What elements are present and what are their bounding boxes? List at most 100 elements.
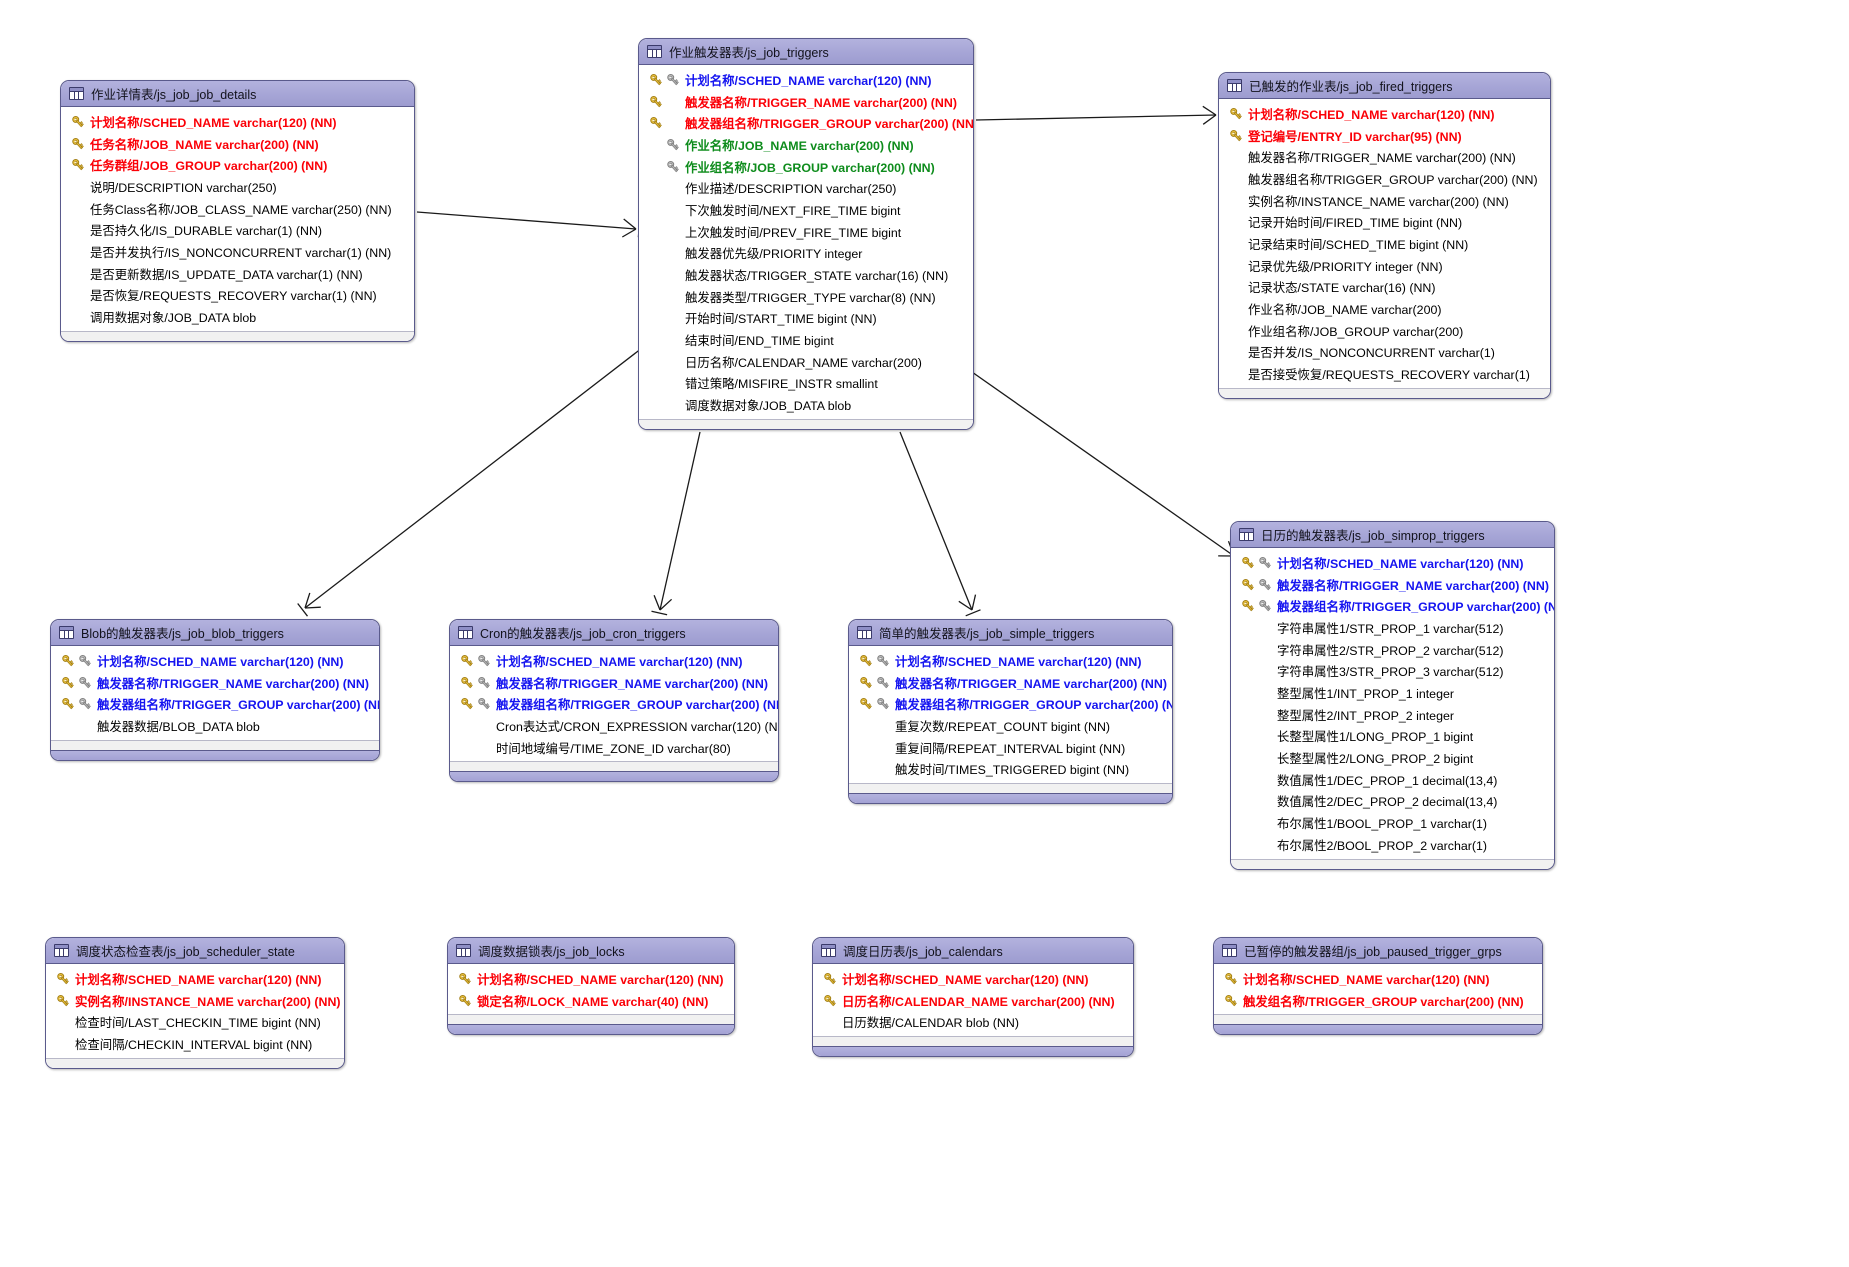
attribute-row[interactable]: 字符串属性1/STR_PROP_1 varchar(512) xyxy=(1231,617,1554,639)
attribute-row[interactable]: 触发器组名称/TRIGGER_GROUP varchar(200) (NN) xyxy=(849,693,1172,715)
attribute-row[interactable]: 实例名称/INSTANCE_NAME varchar(200) (NN) xyxy=(1219,190,1550,212)
attribute-row[interactable]: 布尔属性2/BOOL_PROP_2 varchar(1) xyxy=(1231,834,1554,856)
attribute-row[interactable]: 触发器名称/TRIGGER_NAME varchar(200) (NN) xyxy=(639,91,973,113)
attribute-row[interactable]: 触发器组名称/TRIGGER_GROUP varchar(200) (NN) xyxy=(1219,168,1550,190)
entity-job_triggers[interactable]: 作业触发器表/js_job_triggers 计划名称/SCHED_NAME va… xyxy=(638,38,974,430)
attribute-row[interactable]: 记录状态/STATE varchar(16) (NN) xyxy=(1219,277,1550,299)
attribute-row[interactable]: 登记编号/ENTRY_ID varchar(95) (NN) xyxy=(1219,125,1550,147)
attribute-row[interactable]: 时间地域编号/TIME_ZONE_ID varchar(80) xyxy=(450,737,778,759)
attribute-row[interactable]: 触发器组名称/TRIGGER_GROUP varchar(200) (NN) xyxy=(639,112,973,134)
attribute-row[interactable]: 数值属性1/DEC_PROP_1 decimal(13,4) xyxy=(1231,769,1554,791)
entity-header-scheduler_state[interactable]: 调度状态检查表/js_job_scheduler_state xyxy=(46,938,344,964)
attribute-row[interactable]: 记录结束时间/SCHED_TIME bigint (NN) xyxy=(1219,233,1550,255)
attribute-row[interactable]: 触发器组名称/TRIGGER_GROUP varchar(200) (NN) xyxy=(1231,595,1554,617)
attribute-row[interactable]: 触发时间/TIMES_TRIGGERED bigint (NN) xyxy=(849,758,1172,780)
entity-header-locks[interactable]: 调度数据锁表/js_job_locks xyxy=(448,938,734,964)
attribute-row[interactable]: 检查间隔/CHECKIN_INTERVAL bigint (NN) xyxy=(46,1033,344,1055)
attribute-row[interactable]: 作业组名称/JOB_GROUP varchar(200) xyxy=(1219,320,1550,342)
attribute-row[interactable]: 计划名称/SCHED_NAME varchar(120) (NN) xyxy=(1214,968,1542,990)
entity-simple_triggers[interactable]: 简单的触发器表/js_job_simple_triggers 计划名称/SCHED… xyxy=(848,619,1173,805)
attribute-row[interactable]: 触发器名称/TRIGGER_NAME varchar(200) (NN) xyxy=(450,672,778,694)
attribute-row[interactable]: 长整型属性2/LONG_PROP_2 bigint xyxy=(1231,747,1554,769)
entity-blob_triggers[interactable]: Blob的触发器表/js_job_blob_triggers 计划名称/SCHED… xyxy=(50,619,380,761)
entity-header-paused_trigger_grps[interactable]: 已暂停的触发器组/js_job_paused_trigger_grps xyxy=(1214,938,1542,964)
attribute-row[interactable]: 实例名称/INSTANCE_NAME varchar(200) (NN) xyxy=(46,990,344,1012)
attribute-row[interactable]: 数值属性2/DEC_PROP_2 decimal(13,4) xyxy=(1231,791,1554,813)
attribute-row[interactable]: 调度数据对象/JOB_DATA blob xyxy=(639,394,973,416)
attribute-row[interactable]: 是否并发/IS_NONCONCURRENT varchar(1) xyxy=(1219,342,1550,364)
attribute-row[interactable]: 作业描述/DESCRIPTION varchar(250) xyxy=(639,177,973,199)
attribute-row[interactable]: 是否持久化/IS_DURABLE varchar(1) (NN) xyxy=(61,219,414,241)
attribute-row[interactable]: 是否并发执行/IS_NONCONCURRENT varchar(1) (NN) xyxy=(61,241,414,263)
attribute-row[interactable]: 字符串属性2/STR_PROP_2 varchar(512) xyxy=(1231,639,1554,661)
attribute-row[interactable]: 是否接受恢复/REQUESTS_RECOVERY varchar(1) xyxy=(1219,363,1550,385)
attribute-row[interactable]: 任务群组/JOB_GROUP varchar(200) (NN) xyxy=(61,154,414,176)
attribute-row[interactable]: 计划名称/SCHED_NAME varchar(120) (NN) xyxy=(1231,552,1554,574)
attribute-row[interactable]: 调用数据对象/JOB_DATA blob xyxy=(61,306,414,328)
attribute-row[interactable]: 触发器优先级/PRIORITY integer xyxy=(639,243,973,265)
attribute-row[interactable]: 布尔属性1/BOOL_PROP_1 varchar(1) xyxy=(1231,812,1554,834)
attribute-row[interactable]: 开始时间/START_TIME bigint (NN) xyxy=(639,308,973,330)
attribute-row[interactable]: 是否恢复/REQUESTS_RECOVERY varchar(1) (NN) xyxy=(61,285,414,307)
attribute-row[interactable]: 计划名称/SCHED_NAME varchar(120) (NN) xyxy=(813,968,1133,990)
entity-header-fired_triggers[interactable]: 已触发的作业表/js_job_fired_triggers xyxy=(1219,73,1550,99)
attribute-row[interactable]: 计划名称/SCHED_NAME varchar(120) (NN) xyxy=(46,968,344,990)
entity-job_details[interactable]: 作业详情表/js_job_job_details 计划名称/SCHED_NAME … xyxy=(60,80,415,342)
attribute-row[interactable]: 触发器名称/TRIGGER_NAME varchar(200) (NN) xyxy=(1231,574,1554,596)
attribute-row[interactable]: 日历名称/CALENDAR_NAME varchar(200) xyxy=(639,351,973,373)
attribute-row[interactable]: 计划名称/SCHED_NAME varchar(120) (NN) xyxy=(51,650,379,672)
attribute-row[interactable]: 日历名称/CALENDAR_NAME varchar(200) (NN) xyxy=(813,990,1133,1012)
attribute-row[interactable]: 检查时间/LAST_CHECKIN_TIME bigint (NN) xyxy=(46,1011,344,1033)
attribute-row[interactable]: 计划名称/SCHED_NAME varchar(120) (NN) xyxy=(450,650,778,672)
entity-locks[interactable]: 调度数据锁表/js_job_locks 计划名称/SCHED_NAME varch… xyxy=(447,937,735,1036)
attribute-row[interactable]: 错过策略/MISFIRE_INSTR smallint xyxy=(639,373,973,395)
attribute-row[interactable]: 计划名称/SCHED_NAME varchar(120) (NN) xyxy=(61,111,414,133)
attribute-row[interactable]: 计划名称/SCHED_NAME varchar(120) (NN) xyxy=(849,650,1172,672)
attribute-row[interactable]: 任务名称/JOB_NAME varchar(200) (NN) xyxy=(61,133,414,155)
attribute-row[interactable]: 触发器组名称/TRIGGER_GROUP varchar(200) (NN) xyxy=(51,693,379,715)
entity-header-job_details[interactable]: 作业详情表/js_job_job_details xyxy=(61,81,414,107)
attribute-row[interactable]: 记录开始时间/FIRED_TIME bigint (NN) xyxy=(1219,211,1550,233)
attribute-row[interactable]: 触发器组名称/TRIGGER_GROUP varchar(200) (NN) xyxy=(450,693,778,715)
attribute-row[interactable]: 触发器数据/BLOB_DATA blob xyxy=(51,715,379,737)
attribute-row[interactable]: 是否更新数据/IS_UPDATE_DATA varchar(1) (NN) xyxy=(61,263,414,285)
attribute-row[interactable]: 任务Class名称/JOB_CLASS_NAME varchar(250) (N… xyxy=(61,198,414,220)
entity-simprop_triggers[interactable]: 日历的触发器表/js_job_simprop_triggers 计划名称/SCHE… xyxy=(1230,521,1555,870)
attribute-row[interactable]: 作业名称/JOB_NAME varchar(200) xyxy=(1219,298,1550,320)
attribute-row[interactable]: 字符串属性3/STR_PROP_3 varchar(512) xyxy=(1231,660,1554,682)
attribute-row[interactable]: 结束时间/END_TIME bigint xyxy=(639,329,973,351)
entity-header-blob_triggers[interactable]: Blob的触发器表/js_job_blob_triggers xyxy=(51,620,379,646)
attribute-row[interactable]: 计划名称/SCHED_NAME varchar(120) (NN) xyxy=(1219,103,1550,125)
attribute-row[interactable]: 上次触发时间/PREV_FIRE_TIME bigint xyxy=(639,221,973,243)
attribute-row[interactable]: 作业组名称/JOB_GROUP varchar(200) (NN) xyxy=(639,156,973,178)
attribute-row[interactable]: 重复间隔/REPEAT_INTERVAL bigint (NN) xyxy=(849,737,1172,759)
entity-header-calendars[interactable]: 调度日历表/js_job_calendars xyxy=(813,938,1133,964)
entity-paused_trigger_grps[interactable]: 已暂停的触发器组/js_job_paused_trigger_grps 计划名称/… xyxy=(1213,937,1543,1036)
entity-cron_triggers[interactable]: Cron的触发器表/js_job_cron_triggers 计划名称/SCHED… xyxy=(449,619,779,783)
attribute-row[interactable]: 触发组名称/TRIGGER_GROUP varchar(200) (NN) xyxy=(1214,990,1542,1012)
attribute-row[interactable]: 锁定名称/LOCK_NAME varchar(40) (NN) xyxy=(448,990,734,1012)
entity-calendars[interactable]: 调度日历表/js_job_calendars 计划名称/SCHED_NAME va… xyxy=(812,937,1134,1058)
attribute-row[interactable]: 作业名称/JOB_NAME varchar(200) (NN) xyxy=(639,134,973,156)
entity-header-cron_triggers[interactable]: Cron的触发器表/js_job_cron_triggers xyxy=(450,620,778,646)
attribute-row[interactable]: 整型属性2/INT_PROP_2 integer xyxy=(1231,704,1554,726)
attribute-row[interactable]: 整型属性1/INT_PROP_1 integer xyxy=(1231,682,1554,704)
entity-header-job_triggers[interactable]: 作业触发器表/js_job_triggers xyxy=(639,39,973,65)
attribute-row[interactable]: 触发器名称/TRIGGER_NAME varchar(200) (NN) xyxy=(1219,146,1550,168)
attribute-row[interactable]: 触发器名称/TRIGGER_NAME varchar(200) (NN) xyxy=(51,672,379,694)
entity-header-simprop_triggers[interactable]: 日历的触发器表/js_job_simprop_triggers xyxy=(1231,522,1554,548)
attribute-row[interactable]: 长整型属性1/LONG_PROP_1 bigint xyxy=(1231,726,1554,748)
entity-fired_triggers[interactable]: 已触发的作业表/js_job_fired_triggers 计划名称/SCHED_… xyxy=(1218,72,1551,399)
attribute-row[interactable]: 计划名称/SCHED_NAME varchar(120) (NN) xyxy=(639,69,973,91)
attribute-row[interactable]: 触发器名称/TRIGGER_NAME varchar(200) (NN) xyxy=(849,672,1172,694)
attribute-row[interactable]: 重复次数/REPEAT_COUNT bigint (NN) xyxy=(849,715,1172,737)
attribute-row[interactable]: 触发器类型/TRIGGER_TYPE varchar(8) (NN) xyxy=(639,286,973,308)
attribute-row[interactable]: 记录优先级/PRIORITY integer (NN) xyxy=(1219,255,1550,277)
entity-header-simple_triggers[interactable]: 简单的触发器表/js_job_simple_triggers xyxy=(849,620,1172,646)
entity-scheduler_state[interactable]: 调度状态检查表/js_job_scheduler_state 计划名称/SCHED… xyxy=(45,937,345,1069)
attribute-row[interactable]: 日历数据/CALENDAR blob (NN) xyxy=(813,1011,1133,1033)
attribute-row[interactable]: 下次触发时间/NEXT_FIRE_TIME bigint xyxy=(639,199,973,221)
attribute-row[interactable]: 说明/DESCRIPTION varchar(250) xyxy=(61,176,414,198)
attribute-row[interactable]: 计划名称/SCHED_NAME varchar(120) (NN) xyxy=(448,968,734,990)
attribute-row[interactable]: Cron表达式/CRON_EXPRESSION varchar(120) (NN… xyxy=(450,715,778,737)
